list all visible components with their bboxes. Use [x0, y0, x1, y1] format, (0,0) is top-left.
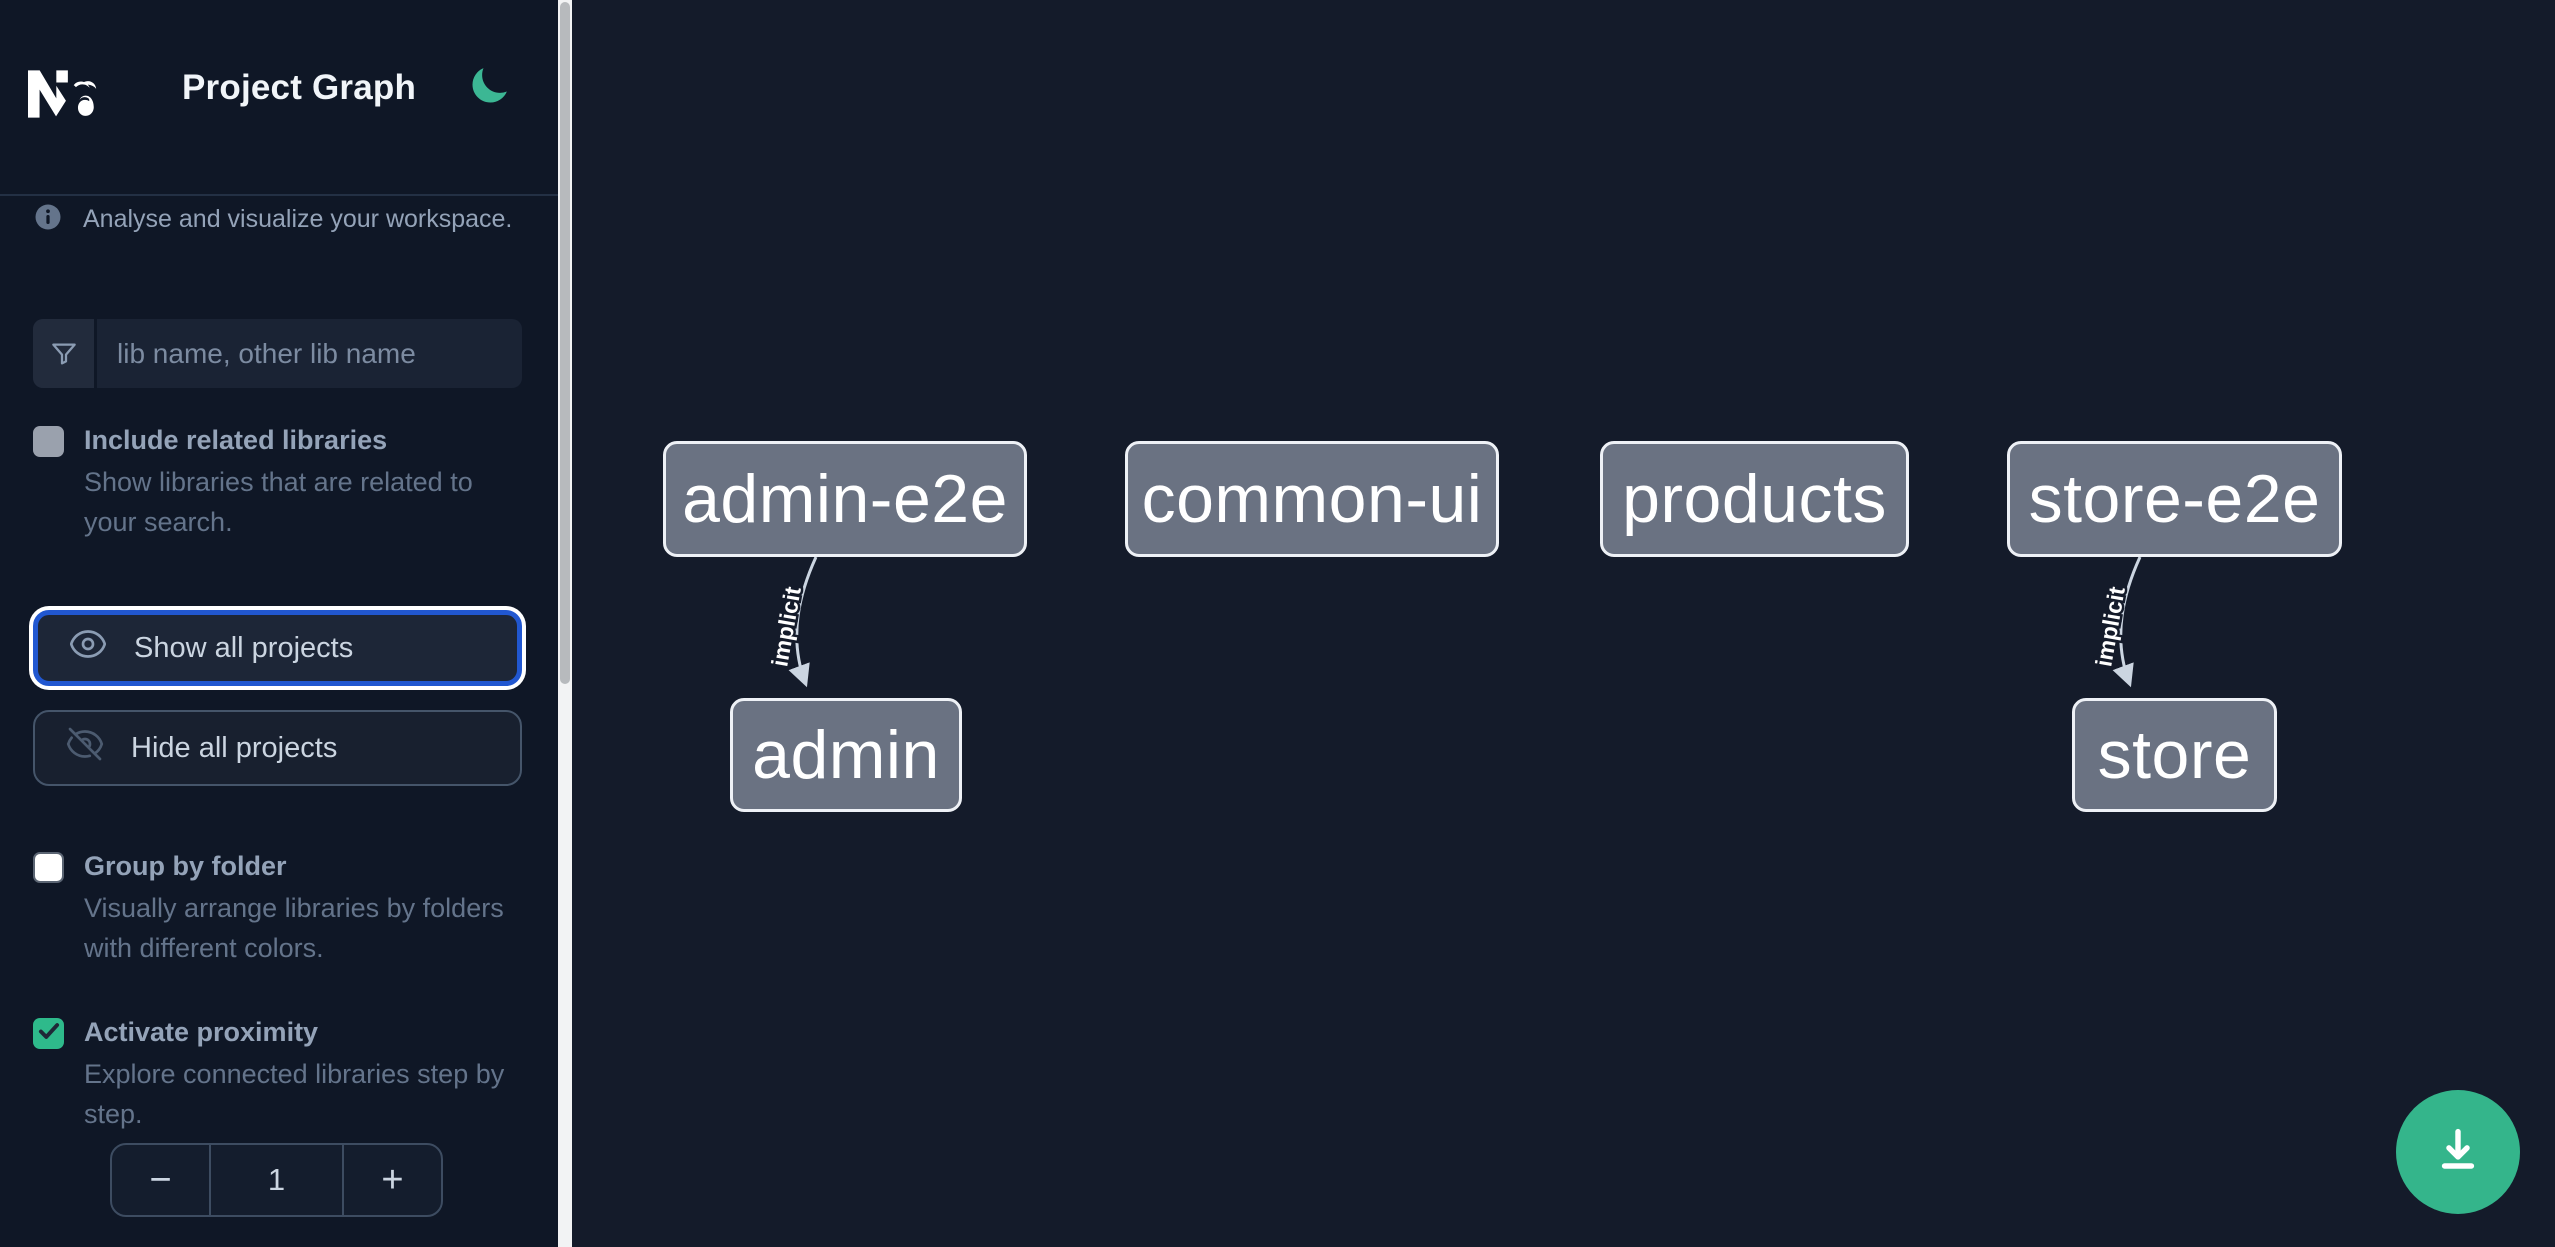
filter-input[interactable] [97, 319, 522, 388]
check-icon [36, 1018, 62, 1049]
hide-all-projects-label: Hide all projects [131, 731, 338, 764]
toggle-label: Activate proximity [84, 1017, 319, 1047]
sidebar-scrollbar[interactable] [558, 0, 572, 1247]
sidebar: Project Graph Analyse and visualize your… [0, 0, 558, 1247]
toggle-description: Visually arrange libraries by folders wi… [84, 893, 504, 963]
graph-node-store[interactable]: store [2072, 698, 2277, 812]
filter-control [33, 319, 522, 388]
theme-toggle-button[interactable] [466, 64, 512, 110]
toggle-label: Group by folder [84, 851, 287, 881]
graph-node-common-ui[interactable]: common-ui [1125, 441, 1499, 557]
edge-label: implicit [766, 584, 806, 668]
funnel-icon [33, 319, 97, 388]
graph-node-products[interactable]: products [1600, 441, 1909, 557]
graph-node-admin-e2e[interactable]: admin-e2e [663, 441, 1027, 557]
checkbox-activate-proximity[interactable] [33, 1018, 64, 1049]
download-image-button[interactable] [2396, 1090, 2520, 1214]
toggle-include-related: Include related libraries Show libraries… [33, 420, 525, 542]
toggle-group-by-folder: Group by folder Visually arrange librari… [33, 846, 525, 968]
graph-node-store-e2e[interactable]: store-e2e [2007, 441, 2342, 557]
info-icon [33, 202, 63, 237]
toggle-activate-proximity: Activate proximity Explore connected lib… [33, 1012, 525, 1134]
sidebar-scrollbar-thumb[interactable] [560, 2, 570, 684]
page-title: Project Graph [182, 68, 417, 107]
proximity-stepper: − 1 + [110, 1143, 443, 1217]
graph-edge-store-e2e-store [2112, 556, 2142, 688]
hide-all-projects-button[interactable]: Hide all projects [33, 710, 522, 786]
nx-logo-icon [28, 56, 104, 132]
show-all-projects-label: Show all projects [134, 631, 354, 664]
graph-edge-admin-e2e-admin [788, 556, 818, 688]
decrement-button[interactable]: − [112, 1145, 209, 1215]
checkbox-group-by-folder[interactable] [33, 852, 64, 883]
toggle-description: Show libraries that are related to your … [84, 467, 473, 537]
show-all-projects-button[interactable]: Show all projects [33, 610, 522, 686]
moon-icon [467, 68, 511, 111]
checkbox-include-related[interactable] [33, 426, 64, 457]
eye-slash-icon [65, 724, 105, 772]
proximity-value: 1 [209, 1145, 344, 1215]
info-text: Analyse and visualize your workspace. [83, 205, 513, 233]
toggle-description: Explore connected libraries step by step… [84, 1059, 505, 1129]
toggle-label: Include related libraries [84, 425, 388, 455]
sidebar-header: Project Graph [0, 0, 558, 196]
graph-node-admin[interactable]: admin [730, 698, 962, 812]
eye-icon [68, 624, 108, 672]
workspace-info: Analyse and visualize your workspace. [33, 202, 512, 237]
edge-label: implicit [2090, 584, 2130, 668]
increment-button[interactable]: + [344, 1145, 441, 1215]
graph-edges: implicit implicit [764, 556, 2142, 688]
download-icon [2427, 1120, 2489, 1185]
graph-canvas[interactable]: implicit implicit admin-e2e common-ui produ… [572, 0, 2555, 1247]
